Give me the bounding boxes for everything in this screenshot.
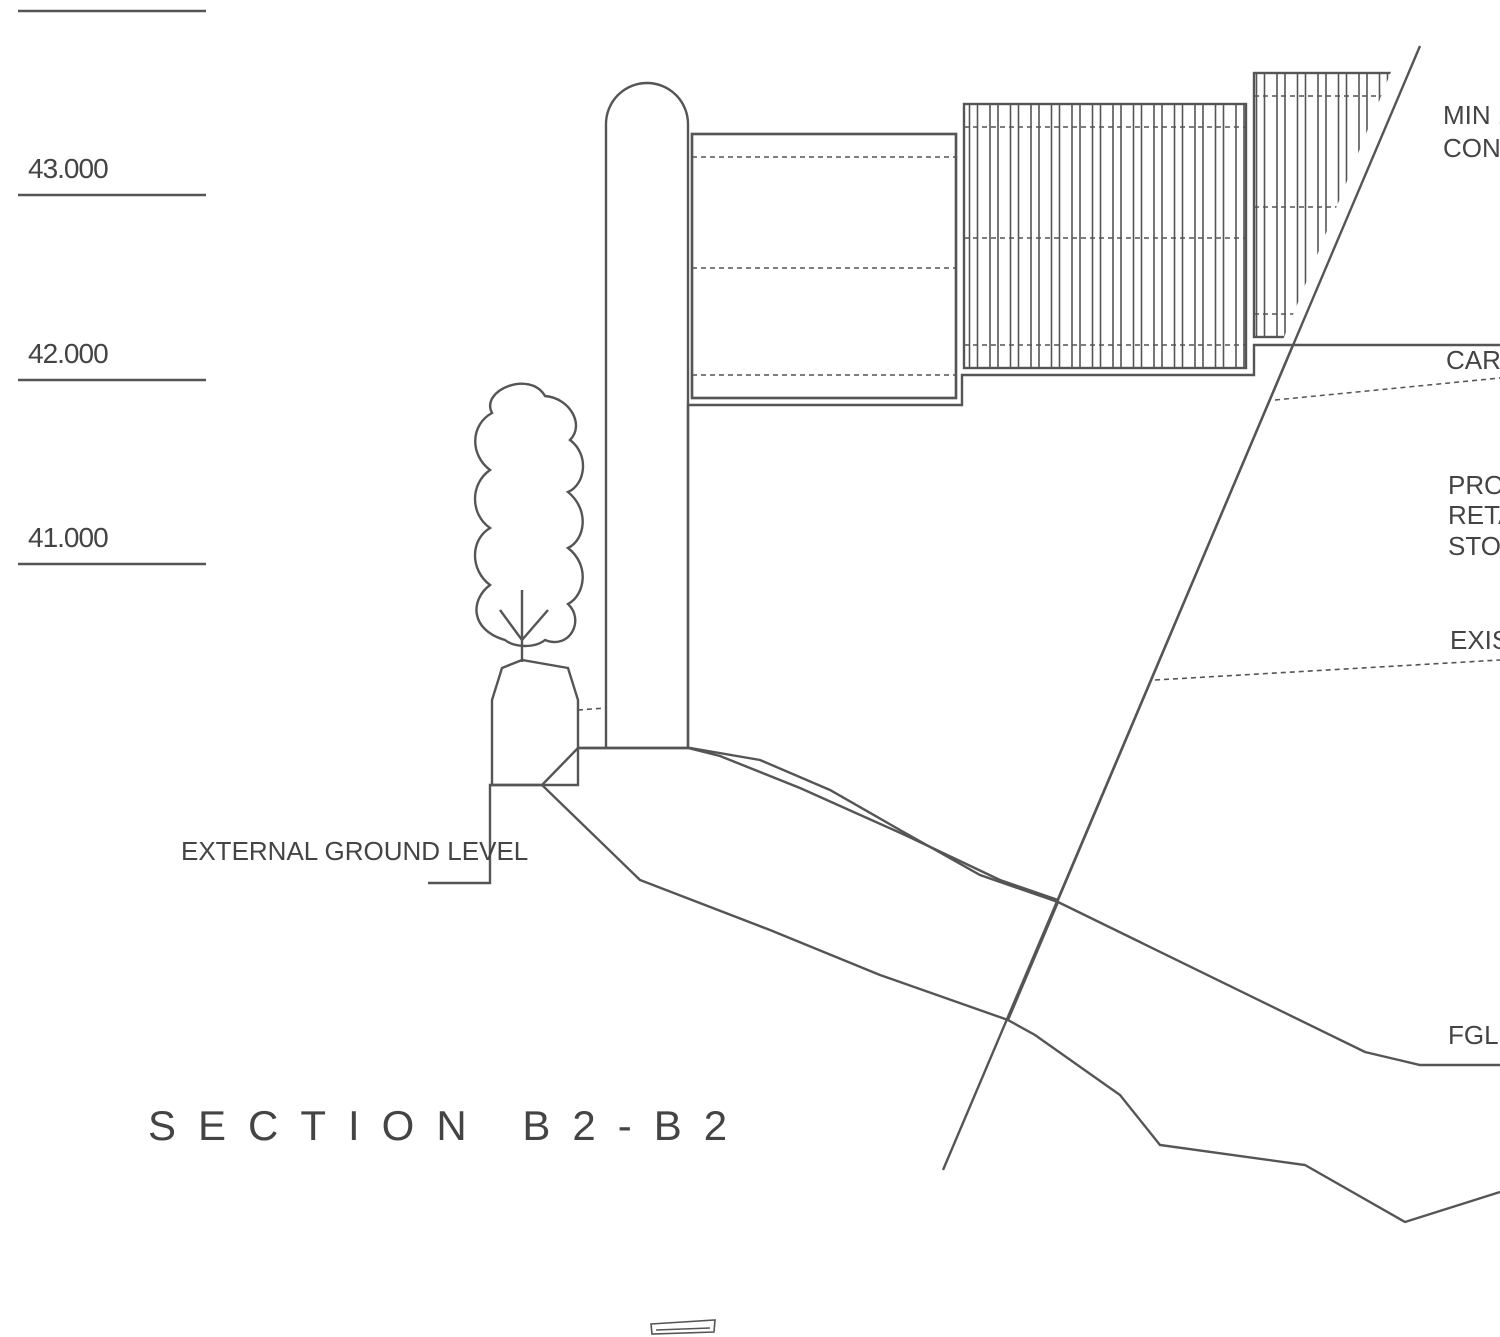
dashed-line-kerb [577,707,607,711]
gabion-wall [686,343,1295,902]
fence-panel-3 [1254,73,1420,337]
existing-ground-line [1007,1018,1500,1224]
dashed-line-lower [1154,659,1500,681]
note-external-ground: EXTERNAL GROUND LEVEL [181,836,528,866]
level-label-41: 41.000 [28,522,108,553]
section-title: SECTION B2-B2 [148,1102,749,1149]
level-label-43: 43.000 [28,153,108,184]
ground-lines [428,343,1500,1224]
level-label-42: 42.000 [28,338,108,369]
note-car: CAR I [1446,345,1500,375]
kerb [490,658,580,787]
fence-panels [690,71,1420,400]
sub-base [540,746,1060,1022]
tree-icon [473,382,585,662]
note-prop-3: STON [1448,531,1500,561]
slope-line [941,45,1422,1171]
stone-column [604,81,690,750]
fgl-line [1057,900,1500,1067]
note-prop-2: RETAI [1448,500,1500,530]
bottom-symbol [650,1319,716,1335]
level-markers: 43.000 42.000 41.000 [18,9,206,566]
external-ground-line [428,783,542,885]
note-prop-1: PROP [1448,470,1500,500]
note-exist: EXIST [1450,625,1500,655]
note-min-conc-1: MIN 1 [1443,100,1500,130]
fence-panel-2 [964,104,1246,368]
note-fgl: FGL 3 [1448,1020,1500,1050]
dashed-line-upper [1274,377,1500,401]
fence-panel-1 [690,132,958,400]
